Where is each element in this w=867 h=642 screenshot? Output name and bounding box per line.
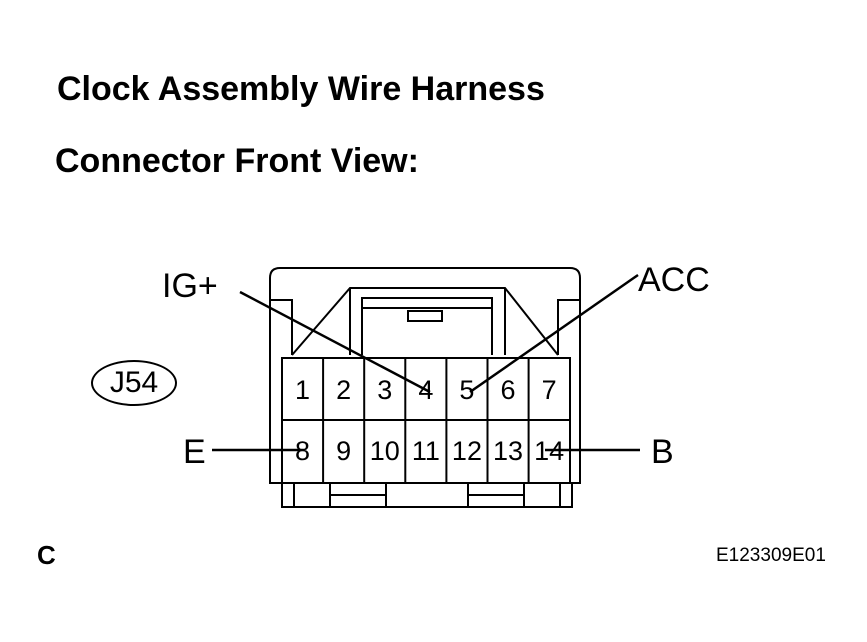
figure-code: E123309E01 <box>716 545 826 566</box>
callout-b: B <box>651 433 674 471</box>
connector-id-badge: J54 <box>91 360 177 406</box>
terminal-number-5: 5 <box>459 375 474 405</box>
connector-housing <box>269 267 581 508</box>
terminal-number-9: 9 <box>336 436 351 466</box>
callout-ig-plus: IG+ <box>162 267 218 305</box>
leader-acc <box>469 273 639 394</box>
diagram-subtitle: Connector Front View: <box>55 142 419 180</box>
terminal-cells <box>322 358 530 483</box>
terminal-number-10: 10 <box>370 436 400 466</box>
callout-acc: ACC <box>638 261 710 299</box>
diagram-title: Clock Assembly Wire Harness <box>57 70 545 108</box>
callout-e: E <box>183 433 206 471</box>
terminal-number-13: 13 <box>493 436 523 466</box>
terminal-number-7: 7 <box>542 375 557 405</box>
leader-lines <box>212 273 640 452</box>
leader-ig-plus <box>239 290 431 394</box>
terminal-number-2: 2 <box>336 375 351 405</box>
terminal-number-3: 3 <box>377 375 392 405</box>
corner-label: C <box>37 540 56 570</box>
terminal-number-6: 6 <box>501 375 516 405</box>
terminal-number-12: 12 <box>452 436 482 466</box>
terminal-number-11: 11 <box>412 436 440 466</box>
terminal-number-1: 1 <box>295 375 310 405</box>
